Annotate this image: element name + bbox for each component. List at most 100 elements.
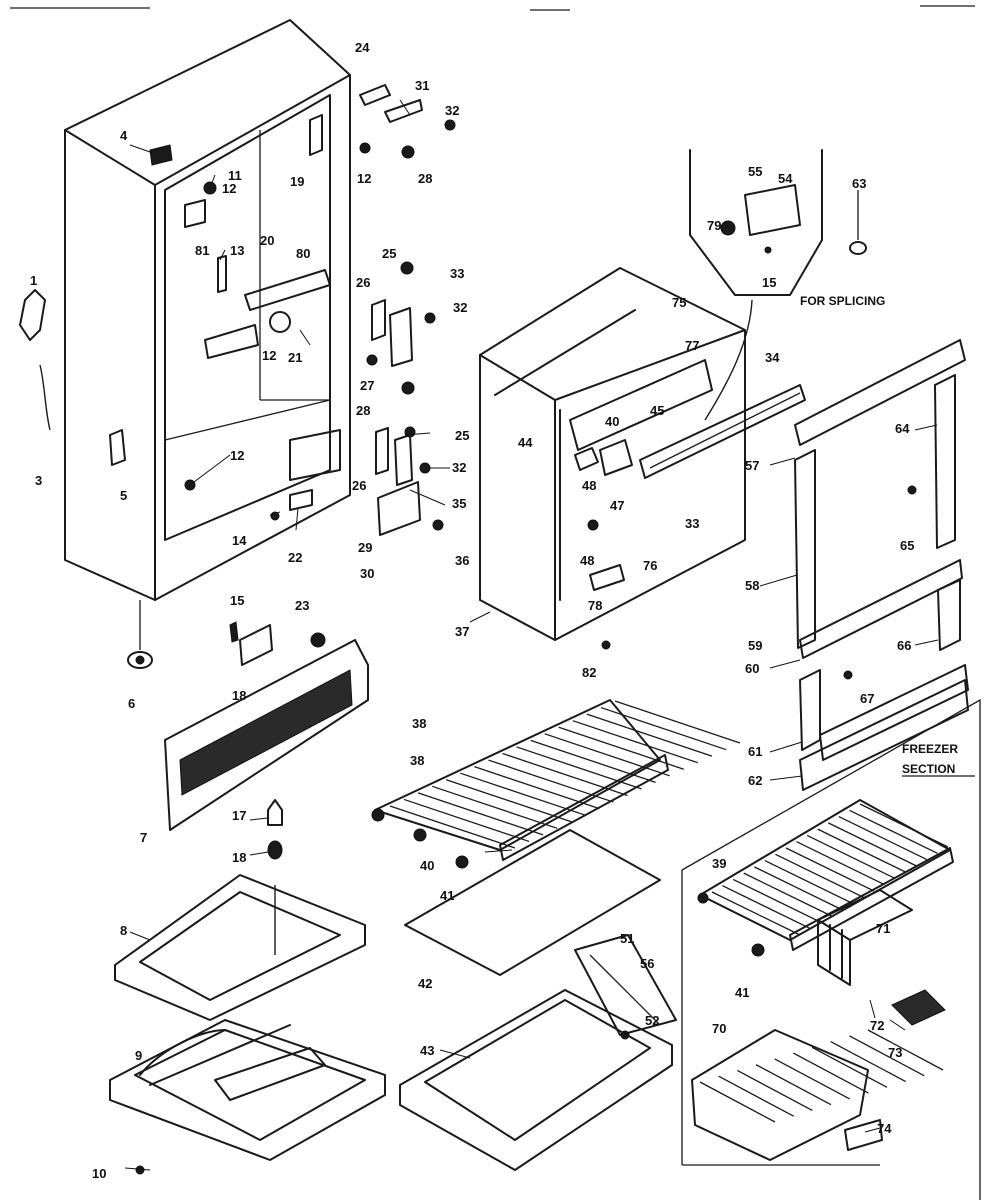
left-side-fittings [19,289,51,431]
crisper-cover-frame [114,874,366,1021]
callout-13: 13 [230,243,244,258]
callout-6: 6 [128,696,135,711]
callout-42: 42 [418,976,432,991]
callout-38-end: 38 [410,753,424,768]
callout-63: 63 [852,176,866,191]
callout-40-liner: 40 [605,414,619,429]
callout-41-shelf: 41 [440,888,454,903]
callout-37: 37 [455,624,469,639]
callout-73: 73 [888,1045,902,1060]
callout-18-grille: 18 [232,688,246,703]
callout-78: 78 [588,598,602,613]
callout-28-lower: 28 [356,403,370,418]
callout-44: 44 [518,435,533,450]
callout-10: 10 [92,1166,106,1181]
callout-25-upper: 25 [382,246,396,261]
callout-76: 76 [643,558,657,573]
callout-43: 43 [420,1043,434,1058]
meat-pan-rail [574,934,677,1040]
callout-30: 30 [360,566,374,581]
note-for-splicing: FOR SPLICING [800,294,885,308]
callout-47: 47 [610,498,624,513]
freezer-section-border [681,698,981,1200]
callout-9: 9 [135,1048,142,1063]
callout-71: 71 [876,921,890,936]
callout-34: 34 [765,350,780,365]
callout-33-hinge: 33 [450,266,464,281]
callout-41-freezer: 41 [735,985,749,1000]
callout-19: 19 [290,174,304,189]
ice-tray-holder [817,889,913,986]
callout-17: 17 [232,808,246,823]
callout-24: 24 [355,40,370,55]
door-shelf-rail [639,384,806,479]
callout-25-lower: 25 [455,428,469,443]
freezer-wire-shelf [697,799,954,957]
callout-51: 51 [620,931,634,946]
callout-32-middle: 32 [453,300,467,315]
callout-3: 3 [35,473,42,488]
callout-55: 55 [748,164,762,179]
hinge-hardware [359,84,456,536]
callout-74: 74 [877,1121,892,1136]
leader-lines [124,99,939,1171]
callout-57: 57 [745,458,759,473]
crisper-pan [109,1019,386,1175]
callout-26-lower: 26 [352,478,366,493]
callout-64: 64 [895,421,910,436]
callout-20: 20 [260,233,274,248]
front-grille [164,621,369,831]
meat-pan [399,989,673,1171]
drain-fitting [267,799,283,860]
note-freezer: FREEZER [902,742,958,756]
callout-15-inset: 15 [762,275,776,290]
callout-12-lower: 12 [230,448,244,463]
ice-tray [891,989,946,1026]
callout-35: 35 [452,496,466,511]
freezer-basket [691,1029,944,1161]
callout-56: 56 [640,956,654,971]
callout-54: 54 [778,171,793,186]
callout-36: 36 [455,553,469,568]
callout-33-liner: 33 [685,516,699,531]
callout-80: 80 [296,246,310,261]
callout-11: 11 [228,168,242,183]
callout-5: 5 [120,488,127,503]
callout-66: 66 [897,638,911,653]
callout-48-upper: 48 [582,478,596,493]
callout-82: 82 [582,665,596,680]
callout-72: 72 [870,1018,884,1033]
callout-15-grille: 15 [230,593,244,608]
callout-45: 45 [650,403,664,418]
callout-21: 21 [288,350,302,365]
freezer-door-panel [794,339,969,791]
callout-4: 4 [120,128,128,143]
callout-67: 67 [860,691,874,706]
callout-1: 1 [30,273,37,288]
callout-65: 65 [900,538,914,553]
callout-18-drain: 18 [232,850,246,865]
callout-32-lower: 32 [452,460,466,475]
refrigerator-wire-shelf [371,699,741,869]
callout-62: 62 [748,773,762,788]
callout-12-middle: 12 [262,348,276,363]
callout-labels: 1 3 4 5 6 7 8 9 10 11 12 12 12 12 13 14 … [30,40,914,1181]
callout-79: 79 [707,218,721,233]
cabinet-shelf-supports [204,114,341,481]
callout-27: 27 [360,378,374,393]
callout-22: 22 [288,550,302,565]
callout-58: 58 [745,578,759,593]
leveling-leg [127,600,153,669]
callout-59: 59 [748,638,762,653]
callout-31: 31 [415,78,429,93]
callout-14: 14 [232,533,247,548]
callout-61: 61 [748,744,762,759]
callout-28-upper: 28 [418,171,432,186]
note-section: SECTION [902,762,955,776]
callout-38-shelf: 38 [412,716,426,731]
callout-77: 77 [685,338,699,353]
callout-12-upper: 12 [222,181,236,196]
cabinet-outer-shell [64,19,351,601]
callout-26-upper: 26 [356,275,370,290]
